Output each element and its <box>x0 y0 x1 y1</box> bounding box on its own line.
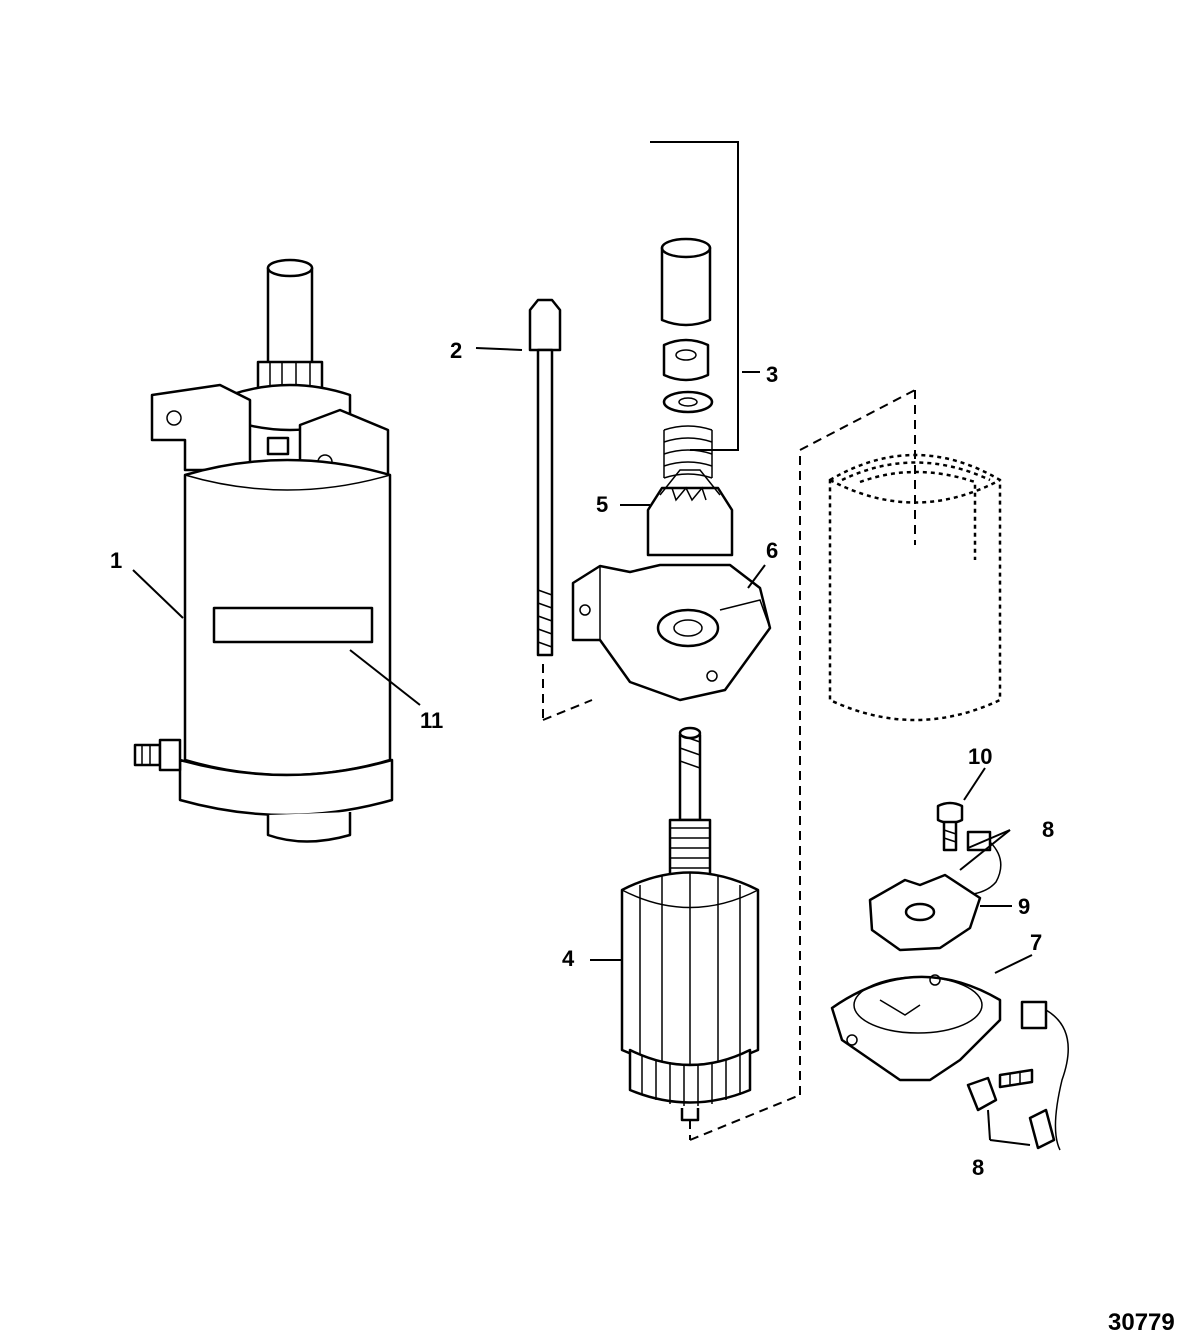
callout-6: 6 <box>766 538 778 563</box>
drive-end-cap <box>571 563 772 702</box>
leader-lines <box>132 347 1033 1146</box>
screw <box>936 801 964 852</box>
callout-1: 1 <box>110 548 122 573</box>
pinion-gear <box>646 469 734 557</box>
callout-10: 10 <box>968 744 992 769</box>
brush-set-lower <box>966 1000 1069 1151</box>
callout-2: 2 <box>450 338 462 363</box>
callout-7: 7 <box>1030 930 1042 955</box>
callout-11: 11 <box>420 708 443 733</box>
callout-5: 5 <box>596 492 608 517</box>
end-frame <box>830 974 1002 1082</box>
callout-8-upper: 8 <box>1042 817 1054 842</box>
through-bolt <box>528 298 562 657</box>
armature <box>620 726 760 1122</box>
callout-4: 4 <box>562 946 575 971</box>
callout-9: 9 <box>1018 894 1030 919</box>
callout-3: 3 <box>766 362 778 387</box>
starter-motor-assembly <box>133 258 394 843</box>
figure-number: 30779 <box>1108 1309 1175 1336</box>
callout-8-lower: 8 <box>972 1155 984 1180</box>
stator-housing-outline <box>828 453 1002 722</box>
brush-holder <box>868 873 982 952</box>
